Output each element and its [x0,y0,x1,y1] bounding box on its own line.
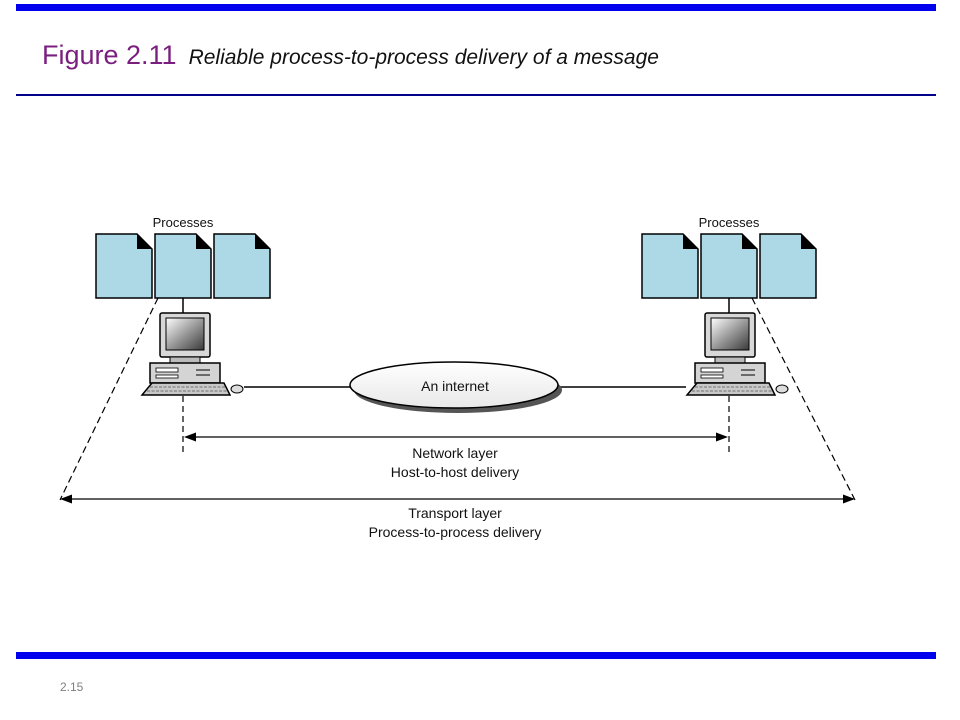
bottom-accent-bar [16,652,936,659]
figure-number: Figure 2.11 [42,40,177,70]
slide-title: Figure 2.11 Reliable process-to-process d… [42,40,659,71]
network-layer-arrow [184,432,728,442]
left-processes-label: Processes [153,215,214,230]
internet-cloud [349,361,562,413]
left-process-2 [154,233,212,299]
right-process-2 [700,233,758,299]
network-layer-label: Network layer [412,445,498,461]
top-accent-bar [16,4,936,11]
transport-layer-label: Transport layer [408,505,502,521]
right-process-dashed-line [751,297,856,501]
transport-layer-arrow [60,494,855,504]
process-to-process-label: Process-to-process delivery [369,524,542,540]
right-process-3 [759,233,817,299]
right-processes-label: Processes [699,215,760,230]
left-computer-icon [141,312,244,396]
left-process-1 [95,233,153,299]
title-rule [16,94,936,96]
left-process-3 [213,233,271,299]
right-process-1 [641,233,699,299]
host-to-host-label: Host-to-host delivery [391,464,519,480]
page-number: 2.15 [60,680,84,694]
right-computer-icon [686,312,789,396]
left-process-dashed-line [59,297,159,501]
internet-label: An internet [421,378,489,394]
figure-caption: Reliable process-to-process delivery of … [188,46,659,69]
